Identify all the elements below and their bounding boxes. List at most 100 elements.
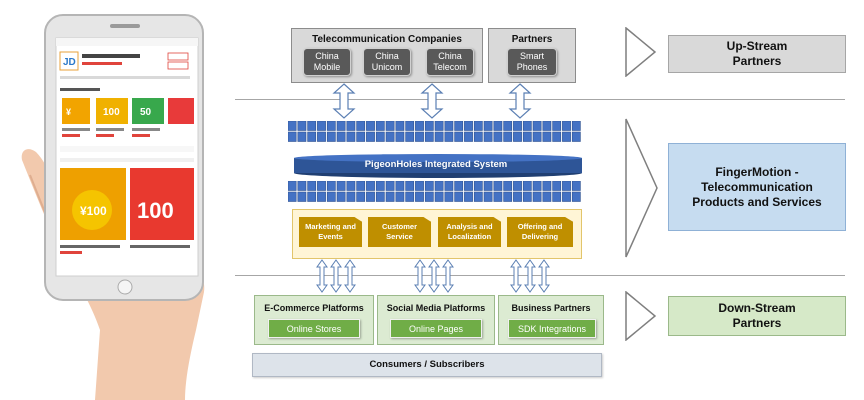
grid-cell xyxy=(434,181,444,191)
fingermotion-label-line1: FingerMotion - xyxy=(715,164,799,179)
bidirectional-arrow-icon xyxy=(508,83,532,119)
china-telecom-pill: China Telecom xyxy=(426,48,474,76)
grid-cell xyxy=(562,181,571,191)
grid-cell xyxy=(562,191,571,202)
grid-cell xyxy=(522,181,532,191)
grid-cell xyxy=(405,131,415,142)
grid-cell xyxy=(522,191,532,202)
grid-cell xyxy=(395,131,405,142)
grid-cell xyxy=(346,131,356,142)
chevron-right-icon xyxy=(625,118,658,258)
grid-cell xyxy=(375,181,385,191)
fingermotion-label-line3: Products and Services xyxy=(692,194,822,209)
bidirectional-arrow-icon xyxy=(420,83,444,119)
grid-cell xyxy=(297,121,307,131)
grid-cell xyxy=(346,181,356,191)
grid-cell xyxy=(346,121,356,131)
grid-cell xyxy=(356,191,366,202)
grid-cell xyxy=(454,181,464,191)
grid-cell xyxy=(288,181,297,191)
grid-cell xyxy=(464,131,473,142)
grid-cell xyxy=(346,191,356,202)
upstream-arrows xyxy=(332,83,532,119)
grid-cell xyxy=(503,181,513,191)
grid-cell xyxy=(415,131,424,142)
china-unicom-line1: China xyxy=(375,51,399,61)
grid-cell xyxy=(415,191,424,202)
partners-title: Partners xyxy=(511,34,553,45)
grid-cell xyxy=(307,191,317,202)
grid-cell xyxy=(513,121,522,131)
grid-cell xyxy=(326,121,336,131)
grid-cell xyxy=(473,181,483,191)
grid-cell xyxy=(385,131,395,142)
grid-cell xyxy=(366,181,375,191)
grid-cell xyxy=(307,181,317,191)
grid-cell xyxy=(562,131,571,142)
grid-cell xyxy=(454,131,464,142)
downstream-arrows xyxy=(316,259,550,293)
grid-cell xyxy=(415,121,424,131)
grid-cell xyxy=(473,191,483,202)
downstream-label-line1: Down-Stream xyxy=(718,301,796,315)
china-unicom-pill: China Unicom xyxy=(363,48,411,76)
fingermotion-label-line2: Telecommunication xyxy=(701,179,813,194)
service-marketing-line1: Marketing and xyxy=(305,222,356,231)
grid-cell xyxy=(326,131,336,142)
integrated-system-cylinder xyxy=(294,154,582,178)
svg-text:100: 100 xyxy=(103,107,120,118)
service-analysis-line1: Analysis and xyxy=(446,222,493,231)
grid-cell xyxy=(336,131,346,142)
china-telecom-line2: Telecom xyxy=(433,62,467,72)
service-marketing-line2: Events xyxy=(318,232,343,241)
grid-cell xyxy=(493,181,503,191)
chevron-right-icon xyxy=(625,291,657,341)
china-unicom-line2: Unicom xyxy=(371,62,403,72)
grid-cell xyxy=(571,131,581,142)
upstream-label-line1: Up-Stream xyxy=(726,39,788,53)
grid-cell xyxy=(424,191,434,202)
svg-text:JD: JD xyxy=(63,57,76,68)
grid-cell xyxy=(434,191,444,202)
consumers-label: Consumers / Subscribers xyxy=(369,359,485,370)
grid-cell xyxy=(454,191,464,202)
grid-cell xyxy=(464,121,473,131)
grid-cell xyxy=(493,131,503,142)
grid-cell xyxy=(571,181,581,191)
grid-cell xyxy=(542,181,552,191)
grid-cell xyxy=(356,121,366,131)
grid-cell xyxy=(552,191,562,202)
grid-cell xyxy=(513,131,522,142)
grid-cell xyxy=(503,121,513,131)
grid-cell xyxy=(395,181,405,191)
sdk-integrations-pill: SDK Integrations xyxy=(508,319,596,338)
grid-cell xyxy=(473,121,483,131)
grid-cell xyxy=(513,191,522,202)
grid-cell xyxy=(434,121,444,131)
grid-cell xyxy=(395,191,405,202)
telecom-companies-title: Telecommunication Companies xyxy=(312,34,462,45)
grid-cell xyxy=(493,191,503,202)
phone-in-hand-illustration: JD ¥ 100 50 ¥100 100 xyxy=(21,14,205,400)
grid-cell xyxy=(424,131,434,142)
service-offering-delivering: Offering and Delivering xyxy=(507,217,573,247)
grid-cell xyxy=(444,131,454,142)
grid-cell xyxy=(424,181,434,191)
grid-cell xyxy=(326,181,336,191)
grid-cell xyxy=(424,121,434,131)
ecommerce-platforms-title: E-Commerce Platforms xyxy=(264,303,364,313)
grid-cell xyxy=(317,191,326,202)
separator-line-top xyxy=(235,99,845,100)
data-grid-top xyxy=(288,121,581,142)
downstream-partners-label-box: Down-Stream Partners xyxy=(668,296,846,336)
grid-cell xyxy=(483,121,493,131)
bidirectional-arrow-icon xyxy=(332,83,356,119)
grid-cell xyxy=(444,121,454,131)
grid-cell xyxy=(483,131,493,142)
grid-cell xyxy=(503,131,513,142)
grid-cell xyxy=(288,121,297,131)
integrated-system-label: PigeonHoles Integrated System xyxy=(364,159,508,170)
svg-text:100: 100 xyxy=(137,198,174,223)
chevron-right-icon xyxy=(625,27,657,77)
upstream-partners-label-box: Up-Stream Partners xyxy=(668,35,846,73)
